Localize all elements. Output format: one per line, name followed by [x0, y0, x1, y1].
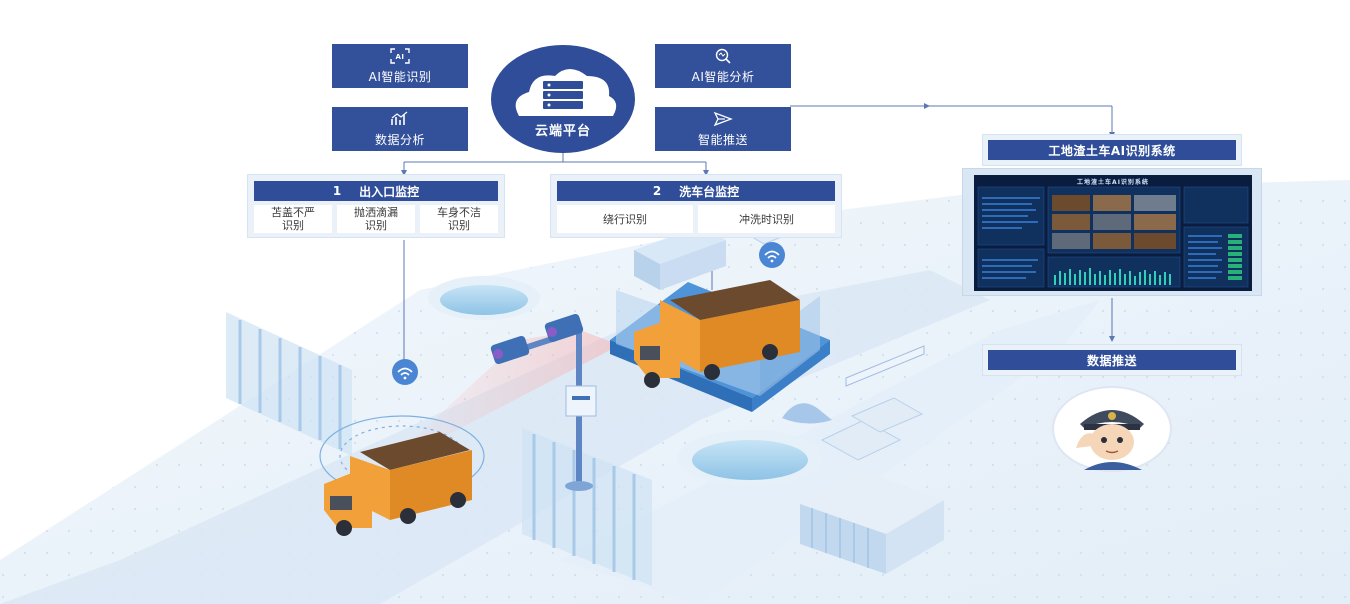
push-title: 数据推送: [988, 350, 1236, 370]
truck-wash: [634, 280, 800, 388]
panel-entrance-header: 1 出入口监控: [254, 181, 498, 201]
trend-chart-icon: [391, 111, 408, 125]
cloud-label: 云端平台: [534, 124, 591, 139]
police-officer-illustration: [1076, 410, 1144, 470]
site-office: [800, 470, 944, 574]
tile-ai-analysis-label: AI智能分析: [691, 69, 755, 84]
cloud-platform: 云端平台: [489, 44, 637, 154]
wash-item-rinse: 冲洗时识别: [698, 205, 835, 233]
entrance-item-dirty: 车身不洁 识别: [420, 205, 498, 233]
panel-wash-monitor: 2 洗车台监控 绕行识别 冲洗时识别: [550, 174, 842, 238]
tile-data-analysis: 数据分析: [332, 107, 468, 151]
magnifier-icon: [715, 48, 731, 64]
dashboard-screen: 工地渣土车AI识别系统: [962, 168, 1262, 296]
fence-front: [522, 428, 652, 586]
panel-wash-number: 2: [652, 184, 662, 198]
tile-smart-push-label: 智能推送: [697, 132, 748, 147]
truck-entrance: [324, 432, 472, 536]
tile-data-analysis-label: 数据分析: [374, 132, 425, 147]
water-pool-left: [428, 276, 540, 320]
tile-ai-recognition-label: AI智能识别: [368, 69, 432, 84]
fence-left: [226, 312, 352, 456]
tile-smart-push: 智能推送: [655, 107, 791, 151]
svg-text:AI: AI: [395, 53, 404, 61]
system-header: 工地渣土车AI识别系统: [982, 134, 1242, 166]
barrier: [845, 345, 925, 387]
panel-wash-title: 洗车台监控: [679, 184, 740, 199]
camera-pole: [490, 313, 597, 491]
push-header: 数据推送: [982, 344, 1242, 376]
wifi-badge-left: [392, 359, 418, 385]
wifi-badge-right: [759, 242, 785, 268]
road-ribbon-2: [560, 300, 1100, 604]
tile-ai-analysis: AI智能分析: [655, 44, 791, 88]
dashboard-title: 工地渣土车AI识别系统: [1077, 179, 1149, 186]
wash-item-detour: 绕行识别: [557, 205, 693, 233]
police-avatar: [1052, 386, 1172, 472]
panel-entrance-title: 出入口监控: [359, 184, 420, 199]
dashboard-display: 工地渣土车AI识别系统: [974, 175, 1252, 291]
tile-ai-recognition: AI AI智能识别: [332, 44, 468, 88]
water-pool-right: [678, 430, 822, 486]
panel-entrance-number: 1: [332, 184, 342, 198]
server-icon: [543, 81, 583, 109]
ai-scan-icon: AI: [390, 47, 410, 64]
rubble-pile: [782, 403, 832, 424]
send-icon: [713, 111, 733, 126]
panel-wash-header: 2 洗车台监控: [557, 181, 835, 201]
panel-entrance-monitor: 1 出入口监控 苫盖不严 识别 抛洒滴漏 识别 车身不洁 识别: [247, 174, 505, 238]
dashboard-widgets: [977, 186, 1249, 288]
entrance-item-cover: 苫盖不严 识别: [254, 205, 332, 233]
entrance-item-spill: 抛洒滴漏 识别: [337, 205, 415, 233]
system-title: 工地渣土车AI识别系统: [988, 140, 1236, 160]
